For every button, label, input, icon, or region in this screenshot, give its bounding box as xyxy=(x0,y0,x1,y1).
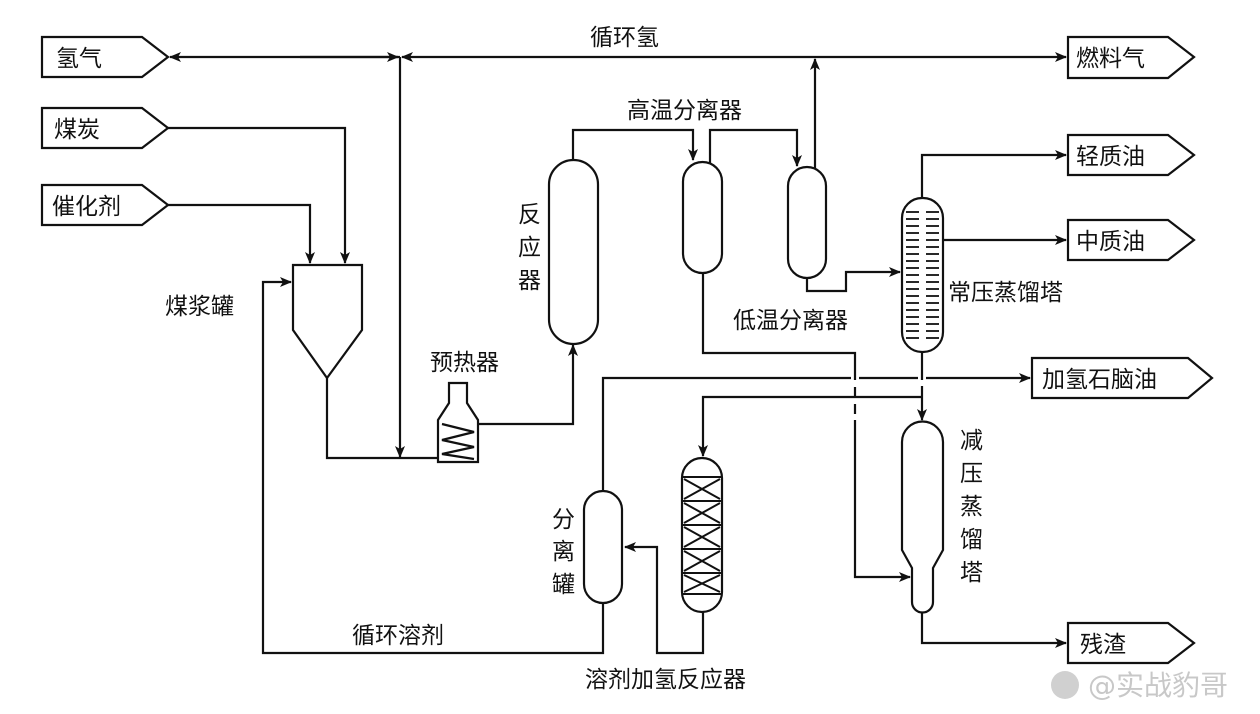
hydroreactor-to-separator-line xyxy=(624,542,705,655)
vac-to-residue-line xyxy=(920,612,1067,648)
hydro-naphtha-label: 加氢石脑油 xyxy=(1042,367,1157,393)
output-light-oil: 轻质油 xyxy=(1066,133,1196,177)
ht-to-lt-separator-line xyxy=(708,128,802,167)
middle-oil-label: 中质油 xyxy=(1076,229,1145,255)
catalyst-feed-line xyxy=(168,203,315,264)
lt-to-atm-column-line xyxy=(805,267,901,293)
recycle-hydrogen-label: 循环氢 xyxy=(590,25,659,51)
recycle-solvent-line xyxy=(261,277,605,655)
ht-bottoms-to-vac-line xyxy=(853,420,911,582)
fuel-gas-label: 燃料气 xyxy=(1076,46,1145,72)
vacuum-column: 减 压 蒸 馏 塔 xyxy=(900,420,983,614)
catalyst-label: 催化剂 xyxy=(52,194,121,220)
watermark: @实战豹哥 xyxy=(1051,669,1228,702)
solvent-reactor-label: 溶剂加氢反应器 xyxy=(585,667,746,693)
vac-column-label-3: 蒸 xyxy=(960,494,983,520)
coal-feed-line xyxy=(168,126,350,264)
preheater-label: 预热器 xyxy=(430,350,499,376)
reactor-label-3: 器 xyxy=(518,268,541,294)
reactor-to-ht-separator-line xyxy=(571,128,698,161)
packing-bed xyxy=(682,572,722,595)
vac-column-label-4: 馏 xyxy=(960,527,983,553)
vac-column-label-2: 压 xyxy=(960,461,983,487)
slurry-to-preheater-line xyxy=(325,378,449,463)
separator-to-naphtha-line xyxy=(601,378,1030,491)
preheater: 预热器 xyxy=(430,350,499,464)
output-residue: 残渣 xyxy=(1066,621,1196,665)
coal-label: 煤炭 xyxy=(54,117,100,143)
vac-column-label-1: 减 xyxy=(960,428,983,454)
preheater-to-reactor-line xyxy=(478,344,578,426)
ht-separator xyxy=(681,160,724,275)
slurry-tank-label: 煤浆罐 xyxy=(165,294,234,320)
separator-label-1: 分 xyxy=(552,507,575,533)
residue-label: 残渣 xyxy=(1080,632,1126,658)
hydrogen-label: 氢气 xyxy=(56,46,102,72)
input-catalyst: 催化剂 xyxy=(40,183,170,227)
output-fuel-gas: 燃料气 xyxy=(1066,35,1196,80)
recycle-solvent-label: 循环溶剂 xyxy=(352,623,444,649)
lt-separator xyxy=(786,165,828,280)
input-hydrogen: 氢气 xyxy=(40,35,170,79)
solvent-to-hydroreactor-line xyxy=(698,395,922,457)
atmospheric-column: 常压蒸馏塔 xyxy=(900,196,1063,354)
atm-to-light-oil-line xyxy=(920,150,1067,198)
separator-tank: 分 离 罐 xyxy=(552,489,624,605)
solvent-hydro-reactor: 溶剂加氢反应器 xyxy=(585,456,746,693)
lt-separator-label: 低温分离器 xyxy=(733,308,848,334)
weibo-logo-icon xyxy=(1051,671,1079,699)
watermark-text: @实战豹哥 xyxy=(1088,669,1228,702)
ht-bottoms-line xyxy=(701,273,857,370)
reactor-label-2: 应 xyxy=(518,235,541,261)
separator-label-3: 罐 xyxy=(552,572,575,598)
coal-slurry-tank: 煤浆罐 xyxy=(165,263,364,380)
reactor-label-1: 反 xyxy=(518,202,541,228)
output-middle-oil: 中质油 xyxy=(1066,218,1196,262)
input-coal: 煤炭 xyxy=(40,106,170,150)
atm-column-label: 常压蒸馏塔 xyxy=(948,280,1063,306)
separator-label-2: 离 xyxy=(552,539,575,565)
output-hydro-naphtha: 加氢石脑油 xyxy=(1030,356,1214,400)
vac-column-label-5: 塔 xyxy=(960,560,983,586)
reactor: 反 应 器 xyxy=(518,158,600,346)
light-oil-label: 轻质油 xyxy=(1076,144,1145,170)
ht-separator-label: 高温分离器 xyxy=(627,98,742,124)
recycle-hydrogen-line: 循环氢 xyxy=(169,25,1067,458)
